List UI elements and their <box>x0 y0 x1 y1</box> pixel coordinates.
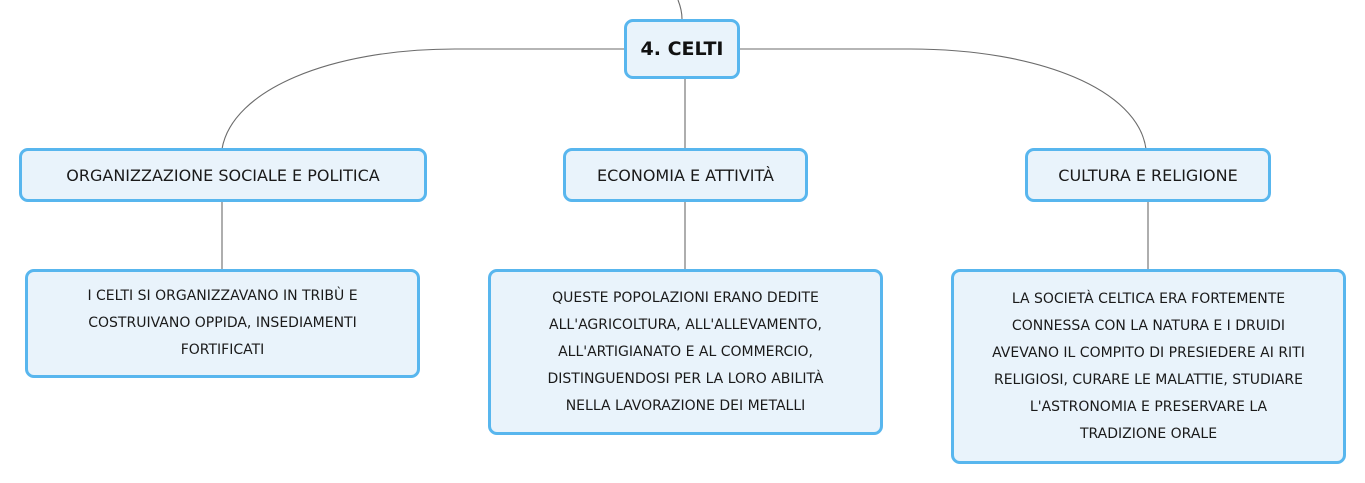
category-label: ORGANIZZAZIONE SOCIALE E POLITICA <box>66 165 380 185</box>
description-line: DISTINGUENDOSI PER LA LORO ABILITÀ <box>547 370 824 387</box>
description-text: QUESTE POPOLAZIONI ERANO DEDITE ALL'AGRI… <box>547 285 823 420</box>
description-line: L'ASTRONOMIA E PRESERVARE LA <box>1029 398 1268 415</box>
category-label: CULTURA E RELIGIONE <box>1058 165 1238 185</box>
description-line: ALL'ARTIGIANATO E AL COMMERCIO, <box>558 343 813 360</box>
root-node[interactable]: 4. CELTI <box>624 19 740 79</box>
category-node-economia[interactable]: ECONOMIA E ATTIVITÀ <box>563 148 808 202</box>
description-line: TRADIZIONE ORALE <box>1079 425 1218 442</box>
root-label: 4. CELTI <box>640 38 724 60</box>
connector-root-to-organizzazione <box>221 48 624 150</box>
description-node-economia[interactable]: QUESTE POPOLAZIONI ERANO DEDITE ALL'AGRI… <box>488 269 883 435</box>
description-line: CONNESSA CON LA NATURA E I DRUIDI <box>1011 317 1286 334</box>
connector-incoming <box>677 0 683 20</box>
category-node-cultura[interactable]: CULTURA E RELIGIONE <box>1025 148 1271 202</box>
description-text: LA SOCIETÀ CELTICA ERA FORTEMENTE CONNES… <box>992 286 1305 448</box>
description-line: QUESTE POPOLAZIONI ERANO DEDITE <box>552 289 819 306</box>
category-label: ECONOMIA E ATTIVITÀ <box>596 165 774 185</box>
connector-root-to-cultura <box>740 48 1147 150</box>
description-line: RELIGIOSI, CURARE LE MALATTIE, STUDIARE <box>993 371 1304 388</box>
description-line: ALL'AGRICOLTURA, ALL'ALLEVAMENTO, <box>549 316 822 333</box>
description-line: LA SOCIETÀ CELTICA ERA FORTEMENTE <box>1011 290 1286 307</box>
description-node-organizzazione[interactable]: I CELTI SI ORGANIZZAVANO IN TRIBÙ E COST… <box>25 269 420 378</box>
description-line: AVEVANO IL COMPITO DI PRESIEDERE AI RITI <box>992 344 1305 361</box>
description-line: I CELTI SI ORGANIZZAVANO IN TRIBÙ E <box>87 288 358 304</box>
category-node-organizzazione[interactable]: ORGANIZZAZIONE SOCIALE E POLITICA <box>19 148 427 202</box>
description-node-cultura[interactable]: LA SOCIETÀ CELTICA ERA FORTEMENTE CONNES… <box>951 269 1346 464</box>
description-text: I CELTI SI ORGANIZZAVANO IN TRIBÙ E COST… <box>87 283 357 364</box>
description-line: COSTRUIVANO OPPIDA, INSEDIAMENTI <box>88 315 357 331</box>
description-line: FORTIFICATI <box>180 342 265 358</box>
description-line: NELLA LAVORAZIONE DEI METALLI <box>565 397 806 414</box>
